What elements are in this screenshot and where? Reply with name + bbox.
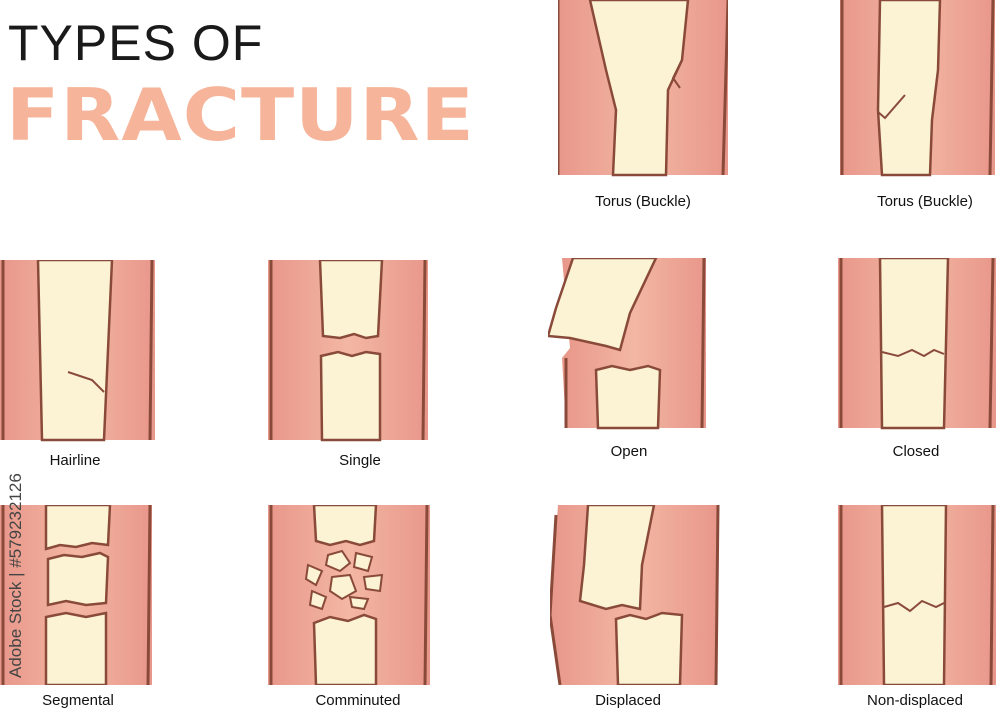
title-line-2: FRACTURE (6, 74, 475, 158)
label-torus-1: Torus (Buckle) (595, 193, 691, 210)
label-open: Open (610, 443, 648, 460)
panel-comminuted (268, 505, 430, 685)
watermark-text: Adobe Stock | #579232126 (6, 473, 25, 678)
panel-open (548, 258, 708, 430)
label-single: Single (339, 452, 381, 469)
label-non-displaced: Non-displaced (867, 692, 963, 709)
watermark: Adobe Stock | #579232126 (6, 473, 40, 678)
panel-torus-1 (558, 0, 728, 178)
panel-single (268, 260, 428, 442)
title-line-1: TYPES OF (8, 15, 264, 71)
label-closed: Closed (892, 443, 940, 460)
panel-segmental (0, 505, 152, 685)
panel-closed (838, 258, 996, 430)
label-hairline: Hairline (49, 452, 101, 469)
panel-displaced (550, 505, 722, 685)
panel-hairline (0, 260, 155, 442)
panel-torus-2 (840, 0, 995, 178)
label-segmental: Segmental (42, 692, 114, 709)
panel-non-displaced (838, 505, 996, 685)
label-displaced: Displaced (595, 692, 661, 709)
label-comminuted: Comminuted (315, 692, 401, 709)
label-torus-2: Torus (Buckle) (877, 193, 973, 210)
